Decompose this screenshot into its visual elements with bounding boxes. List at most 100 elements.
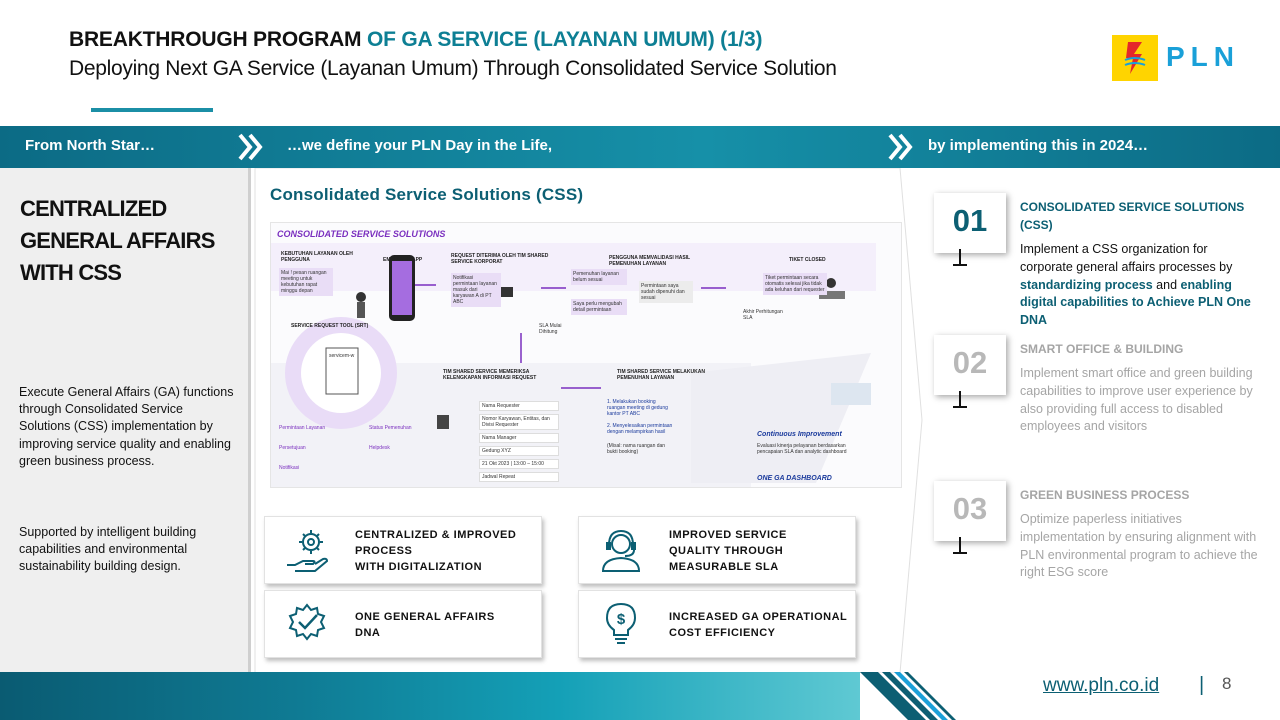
pin-stem [959,249,961,265]
checklist: Nama Requester Nomor Karyawan, Entitas, … [479,401,559,482]
page-title: BREAKTHROUGH PROGRAM OF GA SERVICE (LAYA… [69,28,763,52]
label-line: CENTRALIZED & IMPROVED [355,529,517,541]
feature-card-label: INCREASED GA OPERATIONAL COST EFFICIENCY [669,591,849,659]
continuous-improvement-text: Evaluasi kinerja pelayanan berdasarkan p… [757,443,847,455]
body-emphasis: standardizing process [1020,277,1153,292]
banner-middle-text: …we define your PLN Day in the Life, [287,137,553,154]
heading-line: CONSOLIDATED SERVICE SOLUTIONS [1020,200,1245,214]
step4-label: PENGGUNA MEMVALIDASI HASIL PEMENUHAN LAY… [609,255,691,267]
srt-label: SERVICE REQUEST TOOL (SRT) [291,323,369,329]
label-line: DNA [355,627,381,639]
validation-bubble-a: Pemenuhan layanan belum sesuai [571,269,627,285]
srt-app-label: servicem-w [329,353,355,359]
page-number: 8 [1222,674,1232,693]
step2-bubble: Notifikasi permintaan layanan masuk dari… [451,273,501,307]
label-line: COST EFFICIENCY [669,627,776,639]
page-subtitle: Deploying Next GA Service (Layanan Umum)… [69,57,837,80]
diagram-header: CONSOLIDATED SERVICE SOLUTIONS [277,229,446,239]
step-number-box: 03 [934,481,1006,554]
step1-bubble: Mai ! pesan ruangan meeting untuk kebutu… [279,268,333,296]
checklist-item: Nomor Karyawan, Entitas, dan Divisi Requ… [479,414,559,430]
banner-right-text: by implementing this in 2024… [928,137,1149,154]
item-body: Optimize paperless initiatives implement… [1020,512,1258,580]
label-line: MEASURABLE SLA [669,561,779,573]
checklist-item: 21 Okt 2023 | 13:00 – 15:00 [479,459,559,469]
step-number: 01 [952,203,988,238]
footer-stripes-decoration [860,672,956,720]
one-ga-dashboard-label: ONE GA DASHBOARD [757,475,832,482]
gear-check-icon [288,603,326,641]
item-heading: CONSOLIDATED SERVICE SOLUTIONS (CSS) [1020,198,1270,234]
footer-separator: | [1199,674,1205,696]
pin-foot [953,406,967,408]
footer-band [0,672,860,720]
step3-label: TIM SHARED SERVICE MEMERIKSA KELENGKAPAN… [443,369,537,381]
step-number: 03 [952,491,988,526]
step2-label: REQUEST DITERIMA OLEH TIM SHARED SERVICE… [451,253,549,265]
label-line: WITH DIGITALIZATION [355,561,483,573]
employee-app-label: EMPLOYEE APP [383,257,423,263]
pln-logo-mark-icon [1112,35,1158,81]
double-chevron-icon [238,133,263,161]
item-heading: GREEN BUSINESS PROCESS [1020,488,1190,502]
menu-item-status-pemenuhan: Status Pemenuhan [369,425,412,431]
title-part-2: OF GA SERVICE (LAYANAN UMUM) (1/3) [366,28,763,51]
label-line: QUALITY THROUGH [669,545,784,557]
continuous-improvement-title: Continuous Improvement [757,431,842,438]
item-body: Implement smart office and green buildin… [1020,366,1253,434]
double-chevron-icon [888,133,913,161]
srt-menu: Permintaan Layanan Status Pemenuhan Pers… [279,425,439,480]
pin-stem [959,537,961,553]
step-number-box: 02 [934,335,1006,408]
journey-banner: From North Star… …we define your PLN Day… [0,126,1280,168]
step5-action-1: 1. Melakukan booking ruangan meeting di … [607,399,668,417]
menu-item-notifikasi: Notifikasi [279,465,300,471]
step5-note: (Misal: nama ruangan dan bukti booking) [607,443,666,455]
label-line: PROCESS [355,545,413,557]
headset-agent-icon [601,529,641,572]
feature-card: CENTRALIZED & IMPROVED PROCESS WITH DIGITA… [264,516,542,584]
css-section-title: Consolidated Service Solutions (CSS) [270,185,584,204]
feature-card-label: IMPROVED SERVICE QUALITY THROUGH MEASURABL… [669,517,849,585]
label-line: INCREASED GA OPERATIONAL [669,611,848,623]
checklist-item: Nama Manager [479,433,559,443]
feature-card-label: CENTRALIZED & IMPROVED PROCESS WITH DIGITA… [355,517,535,585]
feature-card: IMPROVED SERVICE QUALITY THROUGH MEASURABL… [578,516,856,584]
sla-end-label: Akhir Perhitungan SLA [743,309,783,321]
label-line: IMPROVED SERVICE [669,529,787,541]
left-description: Execute General Affairs (GA) functions t… [19,385,234,468]
step6-bubble: Tiket permintaan secara otomatis selesai… [763,273,827,295]
label-line: ONE GENERAL AFFAIRS [355,611,495,623]
feature-card: ONE GENERAL AFFAIRS DNA [264,590,542,658]
feature-card: $ INCREASED GA OPERATIONAL COST EFFICIENC… [578,590,856,658]
step-number: 02 [952,345,988,380]
checklist-item: Jadwal Repeat [479,472,559,482]
validation-bubble-c: Saya perlu mengubah detail permintaan [571,299,627,315]
menu-item-persetujuan: Persetujuan [279,445,306,451]
body-emphasis: enabling digital capabilities to Achieve… [1020,277,1251,328]
step6-label: TIKET CLOSED [789,257,826,263]
pln-logo-text: PLN [1166,41,1240,72]
heading-line: (CSS) [1020,218,1053,232]
step1-label: KEBUTUHAN LAYANAN OLEH PENGGUNA [281,251,353,263]
sla-start-label: SLA Mulai Dihitung [539,323,562,335]
feature-card-label: ONE GENERAL AFFAIRS DNA [355,591,535,659]
lightbulb-dollar-icon: $ [605,602,637,644]
validation-bubble-b: Permintaan saya sudah dipenuhi dan sesua… [639,281,693,303]
body-text: and [1152,277,1181,292]
css-process-diagram: CONSOLIDATED SERVICE SOLUTIONS KEBUTUHAN… [270,222,902,488]
menu-item-permintaan-layanan: Permintaan Layanan [279,425,326,431]
step5-action-2: 2. Menyelesaikan permintaan dengan melam… [607,423,673,435]
website-link[interactable]: www.pln.co.id [1043,675,1160,696]
step-number-box: 01 [934,193,1006,266]
menu-item-helpdesk: Helpdesk [369,445,390,451]
checklist-item: Gedung XYZ [479,446,559,456]
left-supporting-text: Supported by intelligent building capabi… [19,525,197,574]
pin-foot [953,552,967,554]
pln-logo: PLN [1112,35,1244,81]
banner-left-text: From North Star… [25,137,156,154]
left-heading: CENTRALIZED GENERAL AFFAIRS WITH CSS [20,196,215,285]
pin-stem [959,391,961,407]
item-body: Implement a CSS organization for corpora… [1020,241,1260,330]
item-heading: SMART OFFICE & BUILDING [1020,342,1184,356]
